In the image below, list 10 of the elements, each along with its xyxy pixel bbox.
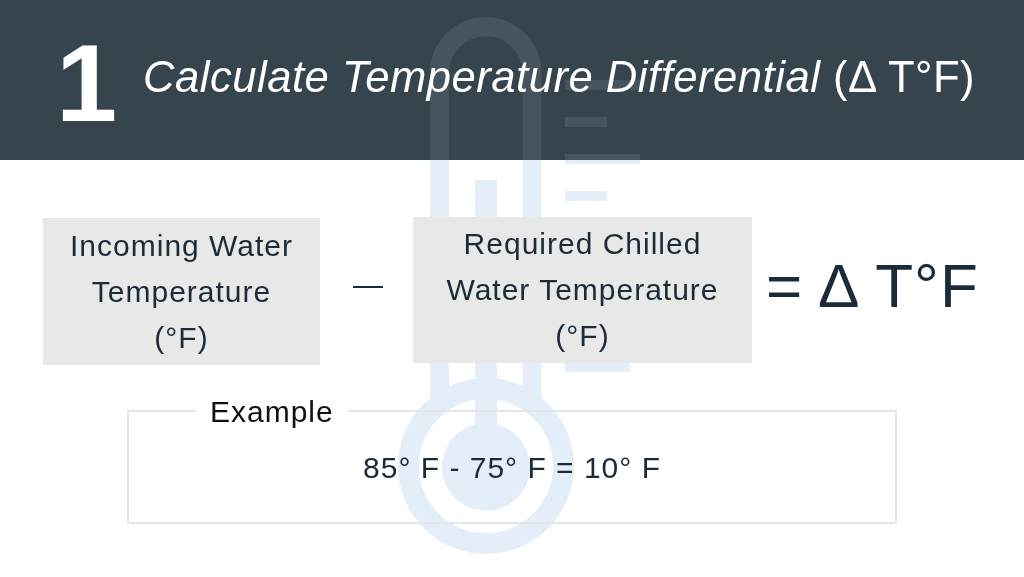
term-label: Required Chilled Water Temperature (°F) [445,226,720,354]
page-title: Calculate Temperature Differential (Δ T°F) [143,56,976,100]
example-equation: 85° F - 75° F = 10° F [363,451,661,484]
term-label: Incoming Water Temperature (°F) [69,227,294,356]
result-text: = Δ T°F [766,255,979,317]
minus-sign: — [353,270,383,300]
step-number: 1 [56,28,118,138]
example-heading: Example [196,397,348,427]
term-panel [413,217,752,363]
term-panel [43,218,320,365]
